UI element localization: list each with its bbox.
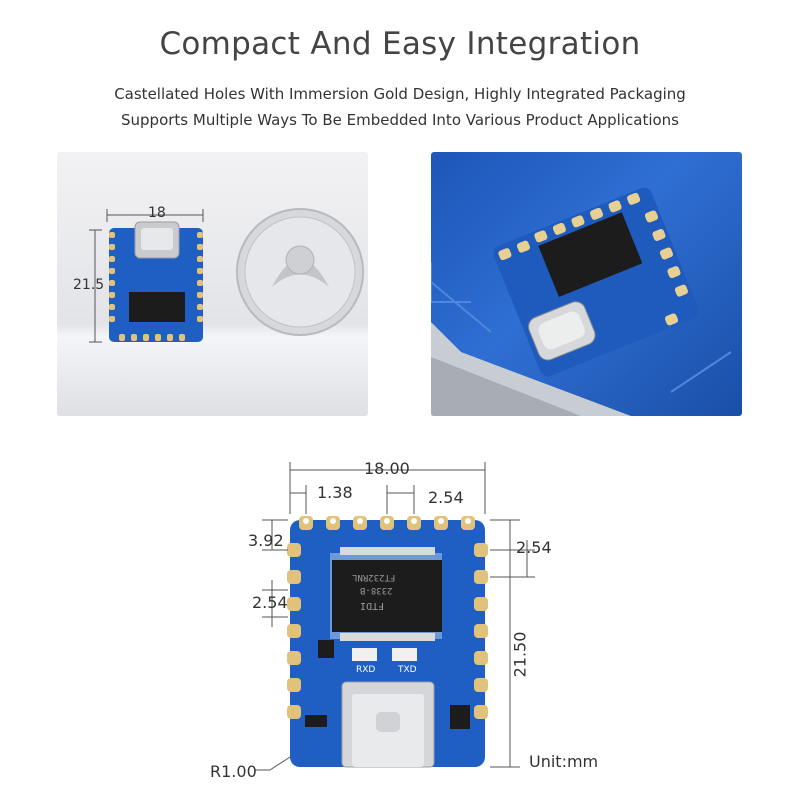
castellated-pads: [287, 516, 488, 719]
usb-c-connector: [341, 681, 435, 768]
width-label: 18: [148, 205, 166, 221]
dim-pitch-left: 2.54: [252, 593, 288, 612]
dim-pitch-top: 2.54: [428, 488, 464, 507]
board-outline: [290, 520, 485, 767]
dim-edge-offset: 1.38: [317, 483, 353, 502]
dim-pitch-right: 2.54: [516, 538, 552, 557]
chip-marking-1: FTDI: [360, 600, 385, 611]
led-rxd-label: RXD: [356, 665, 376, 675]
height-label: 21.5: [73, 277, 105, 293]
ftdi-chip: [332, 560, 442, 632]
board-image-angled: [493, 187, 699, 377]
embedded-board-photo: [431, 152, 742, 416]
dim-top-offset: 3.92: [248, 531, 284, 550]
unit-label: Unit:mm: [529, 752, 599, 771]
subtitle-line-2: Supports Multiple Ways To Be Embedded In…: [121, 111, 679, 129]
led-txd-label: TXD: [398, 665, 417, 675]
chip-marking-2: 2338-B: [360, 585, 393, 595]
dim-overall-height: 21.50: [510, 631, 530, 678]
page-title: Compact And Easy Integration: [159, 26, 641, 62]
subtitle-line-1: Castellated Holes With Immersion Gold De…: [114, 85, 686, 103]
dim-overall-width: 18.00: [364, 459, 410, 478]
dim-corner-radius: R1.00: [210, 762, 257, 781]
chip-marking-3: FT232RNL: [352, 572, 396, 582]
size-comparison-photo: 18 21.5: [57, 152, 368, 416]
embedded-board-illustration: [431, 187, 732, 416]
size-comparison-illustration: [89, 208, 364, 343]
